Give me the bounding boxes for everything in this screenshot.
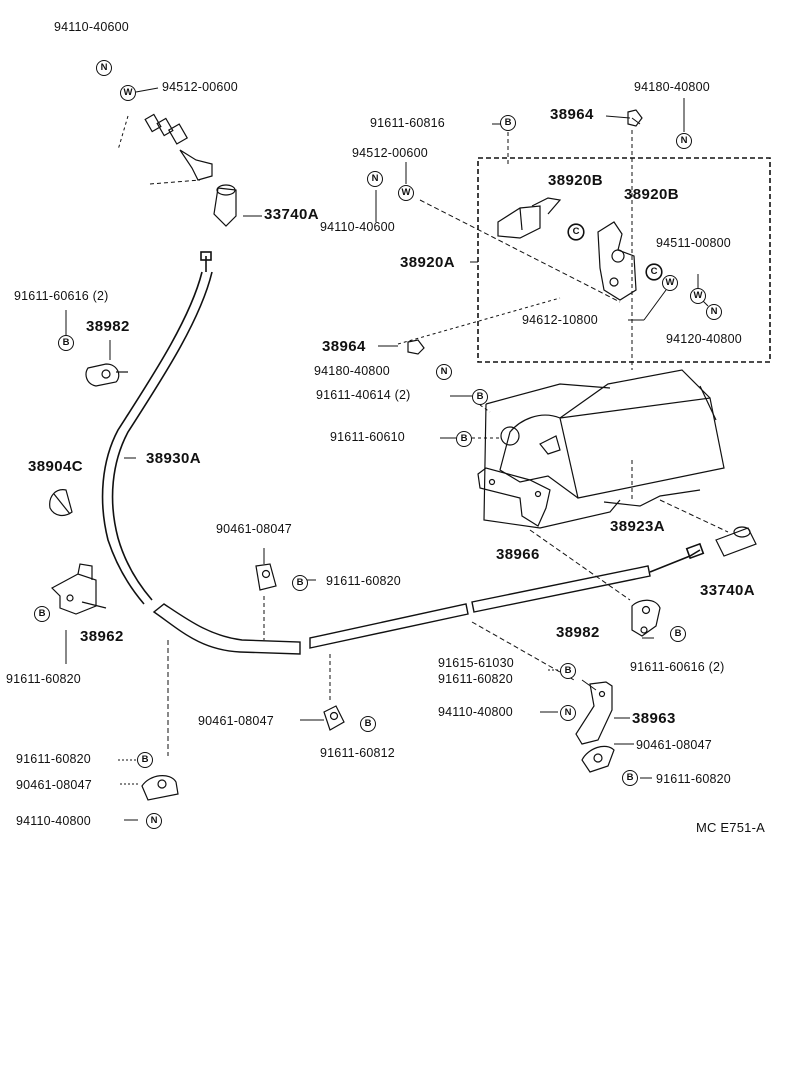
label-94512-00600-top: 94512-00600 [162,80,238,94]
clamp-left [85,363,128,387]
label-91611-60820-a: 91611-60820 [326,574,401,588]
label-94110-40600-mid: 94110-40600 [320,220,395,234]
label-94110-40600-top: 94110-40600 [54,20,129,34]
clamp-lower-middle [323,705,345,731]
lever-assembly-38920a [497,197,663,301]
bolt-icon: B [670,626,686,642]
label-90461-08047-right: 90461-08047 [636,738,712,752]
label-38964-top: 38964 [550,106,594,123]
cable-end-upper-hardware [144,113,237,227]
bracket-38966 [477,467,551,527]
label-94110-40800-bottom: 94110-40800 [16,814,91,828]
washer-icon: W [690,288,706,304]
bolt-icon: B [292,575,308,591]
label-94511-00800: 94511-00800 [656,236,731,250]
label-38930a: 38930A [146,450,201,467]
bracket-38962 [51,563,107,615]
bolt-icon: B [456,431,472,447]
bolt-icon: B [500,115,516,131]
washer-icon: W [120,85,136,101]
bolt-icon: B [622,770,638,786]
label-94612-10800: 94612-10800 [522,313,598,327]
cable-end-lower [715,526,757,557]
nut-icon: N [560,705,576,721]
bolt-icon: B [360,716,376,732]
label-38982-left: 38982 [86,318,130,335]
nut-icon: N [706,304,722,320]
clamp-38963-lower [581,745,615,773]
label-91611-60820-d: 91611-60820 [656,772,731,786]
label-90461-08047-bottom: 90461-08047 [16,778,92,792]
label-94512-00600-mid: 94512-00600 [352,146,428,160]
label-38964-left: 38964 [322,338,366,355]
label-90461-08047-middle: 90461-08047 [198,714,274,728]
nut-icon: N [676,133,692,149]
label-38920a: 38920A [400,254,455,271]
bumper-38904c [49,489,73,517]
label-91611-40614: 91611-40614 (2) [316,388,411,402]
washer-icon: W [398,185,414,201]
label-94110-40800-right: 94110-40800 [438,705,513,719]
label-91611-60812: 91611-60812 [320,746,395,760]
nut-icon: N [146,813,162,829]
label-94120-40800: 94120-40800 [666,332,742,346]
label-91611-60616-left: 91611-60616 (2) [14,289,109,303]
clip-icon: C [646,264,662,280]
label-38962: 38962 [80,628,124,645]
label-38982-right: 38982 [556,624,600,641]
nut-icon: N [436,364,452,380]
bracket-38963 [575,681,613,745]
label-38904c: 38904C [28,458,83,475]
bolt-icon: B [137,752,153,768]
label-38920b-left: 38920B [548,172,603,189]
diagram-code: MC E751-A [696,820,765,835]
label-91611-60820-e: 91611-60820 [16,752,91,766]
clamp-upper-middle [255,563,277,591]
label-38966: 38966 [496,546,540,563]
clamp-right [631,599,661,637]
cover-38923a [483,369,725,529]
label-38923a: 38923A [610,518,665,535]
label-94180-40800-mid: 94180-40800 [314,364,390,378]
bolt-icon: B [560,663,576,679]
label-91615-61030: 91615-61030 [438,656,514,670]
assembly-dashed-box [477,157,771,363]
label-91611-60610: 91611-60610 [330,430,405,444]
label-91611-60816: 91611-60816 [370,116,445,130]
label-91611-60820-c: 91611-60820 [438,672,513,686]
pin-38964-top [627,109,643,127]
nut-icon: N [96,60,112,76]
label-91611-60820-b: 91611-60820 [6,672,81,686]
label-38920b-right: 38920B [624,186,679,203]
label-94180-40800-top: 94180-40800 [634,80,710,94]
clamp-bottom-left [141,775,179,801]
label-91611-60616-right: 91611-60616 (2) [630,660,725,674]
pin-38964-left [407,339,425,355]
label-38963: 38963 [632,710,676,727]
label-33740a-lower: 33740A [700,582,755,599]
bolt-icon: B [34,606,50,622]
nut-icon: N [367,171,383,187]
clip-icon: C [568,224,584,240]
cable-38930a [101,251,705,655]
label-90461-08047-upper: 90461-08047 [216,522,292,536]
bolt-icon: B [58,335,74,351]
washer-icon: W [662,275,678,291]
bolt-icon: B [472,389,488,405]
label-33740a-upper: 33740A [264,206,319,223]
